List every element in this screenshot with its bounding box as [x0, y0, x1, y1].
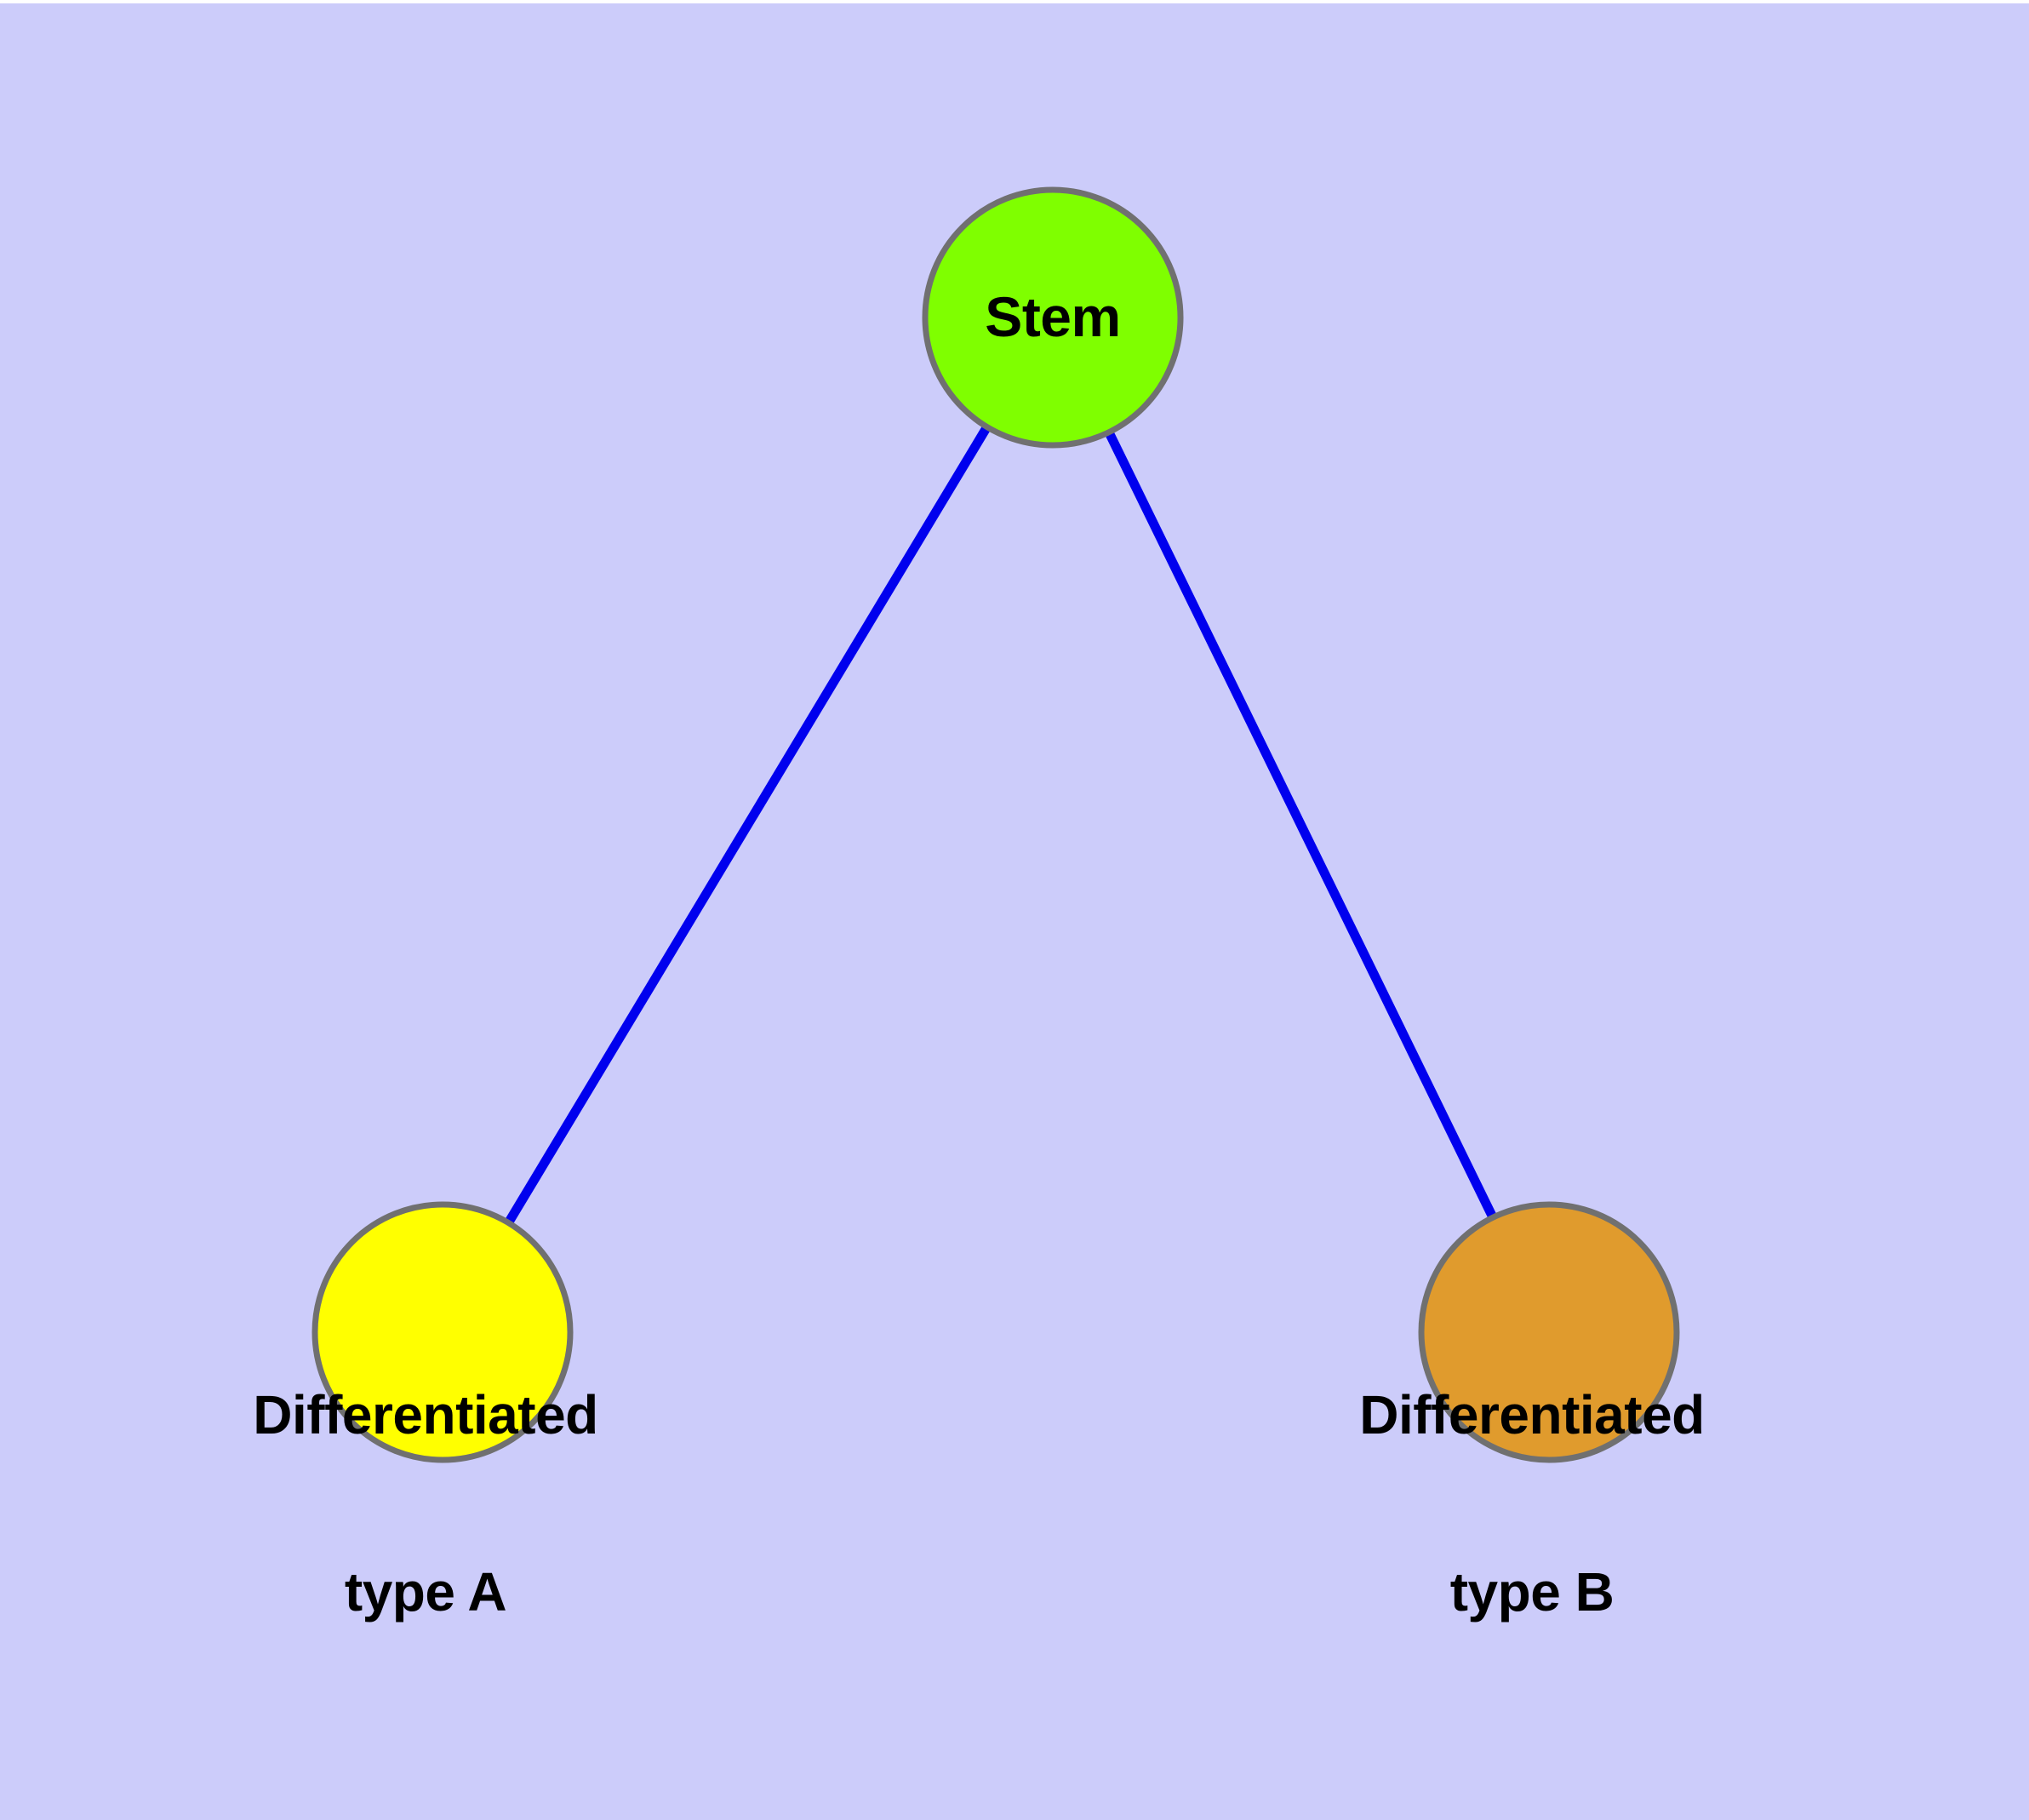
node-stem[interactable] [922, 186, 1184, 449]
edge-stem-to-differentiated-type-b[interactable] [1049, 315, 1553, 1335]
node-differentiated-type-b[interactable] [1418, 1201, 1680, 1463]
node-layer [311, 186, 1680, 1463]
edge-stem-to-differentiated-type-a[interactable] [438, 315, 1057, 1335]
edge-layer [438, 315, 1553, 1335]
node-differentiated-type-a[interactable] [311, 1201, 574, 1463]
